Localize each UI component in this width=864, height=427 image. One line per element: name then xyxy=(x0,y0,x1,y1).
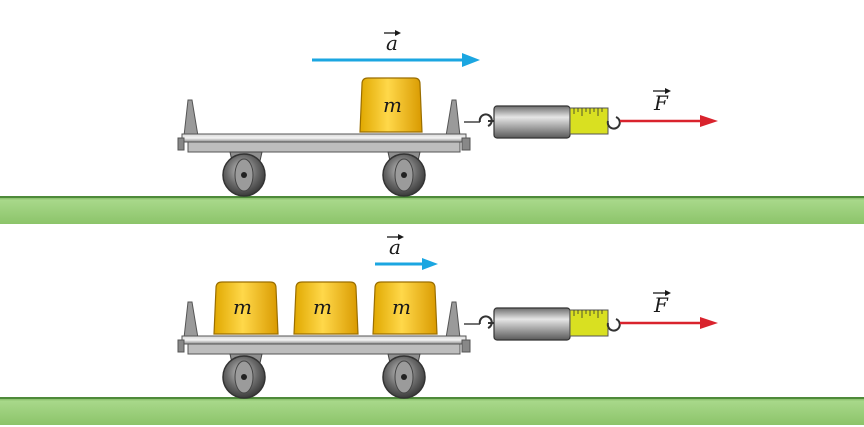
vector-overarrow xyxy=(653,88,671,94)
mass-label: m xyxy=(392,295,411,319)
force-arrow xyxy=(620,115,718,127)
spring-scale-body xyxy=(493,307,571,341)
ground-strip xyxy=(0,397,864,425)
acceleration-label: a xyxy=(386,31,398,55)
vector-overarrow xyxy=(387,234,404,240)
cart-wheel-front xyxy=(382,153,426,197)
cart-wheel-front xyxy=(382,355,426,399)
acceleration-label: a xyxy=(389,235,401,259)
cart-wheel-rear xyxy=(222,355,266,399)
ground-strip xyxy=(0,196,864,224)
acceleration-arrow xyxy=(312,53,480,67)
panel-single-mass: a xyxy=(0,30,864,224)
vector-overarrow xyxy=(384,30,401,36)
spring-scale-ruler xyxy=(569,309,609,337)
cart xyxy=(177,301,471,399)
mass-label: m xyxy=(313,295,332,319)
cart xyxy=(177,99,471,197)
mass-block: m xyxy=(359,77,423,133)
mass-label: m xyxy=(233,295,252,319)
cart-post-right xyxy=(445,99,461,137)
cart-deck xyxy=(181,133,467,143)
force-arrow xyxy=(620,317,718,329)
cart-frame xyxy=(187,141,461,153)
panel-triple-mass: a xyxy=(0,234,864,425)
spring-scale-body xyxy=(493,105,571,139)
mass-block: m xyxy=(213,281,279,335)
spring-scale xyxy=(464,105,621,139)
mass-block: m xyxy=(372,281,438,335)
mass-label: m xyxy=(383,93,402,117)
spring-scale xyxy=(464,307,621,341)
force-label: F xyxy=(653,91,669,115)
force-label: F xyxy=(653,293,669,317)
vector-overarrow xyxy=(653,290,671,296)
cart-post-left xyxy=(183,99,199,137)
acceleration-arrow xyxy=(375,258,438,270)
cart-deck xyxy=(181,335,467,345)
cart-wheel-rear xyxy=(222,153,266,197)
cart-frame xyxy=(187,343,461,355)
mass-block: m xyxy=(293,281,359,335)
cart-post-right xyxy=(445,301,461,339)
cart-post-left xyxy=(183,301,199,339)
